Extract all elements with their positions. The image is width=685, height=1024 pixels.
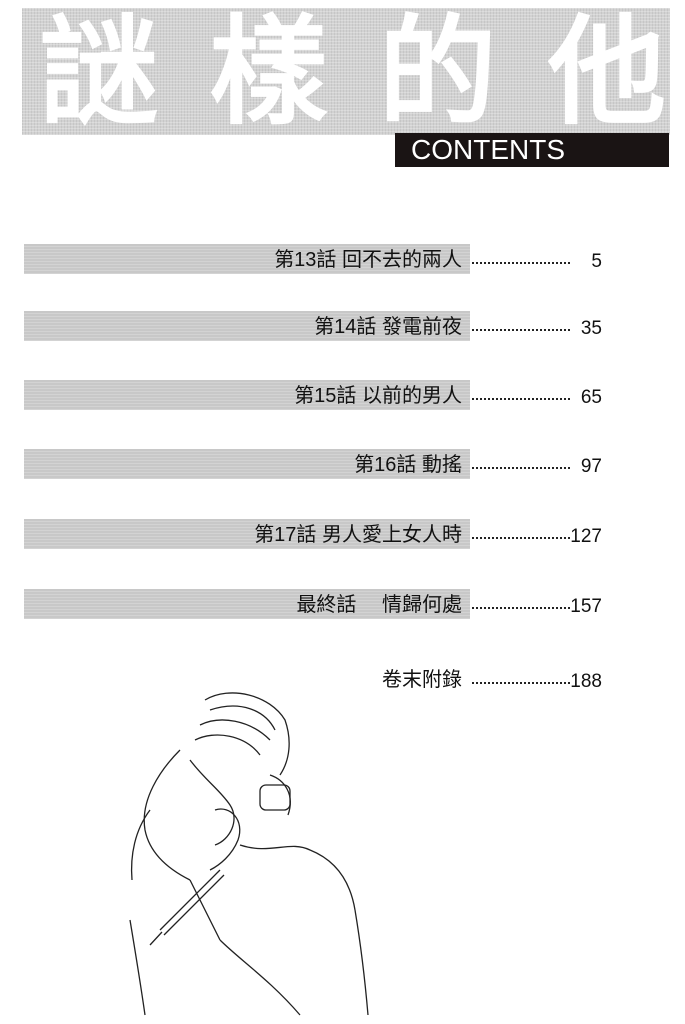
toc-entry-appendix[interactable]: 卷末附錄 188: [24, 664, 602, 694]
entry-bar: [24, 380, 470, 410]
entry-title: 第17話 男人愛上女人時: [254, 524, 462, 546]
book-title: 謎 樣 的 他: [40, 10, 670, 135]
toc-entry[interactable]: 第16話 動搖 97: [24, 449, 602, 479]
entry-title: 第16話 動搖: [354, 454, 462, 476]
entry-title: 卷末附錄: [382, 669, 462, 691]
entry-bar: [24, 519, 470, 549]
toc-entry[interactable]: 第15話 以前的男人 65: [24, 380, 602, 410]
leader-dots: [472, 388, 570, 400]
entry-bar: [24, 244, 470, 274]
entry-page: 127: [570, 526, 602, 547]
entry-bar: [24, 311, 470, 341]
title-char: 的: [378, 3, 501, 141]
entry-bar: [24, 449, 470, 479]
entry-page: 35: [580, 318, 602, 339]
entry-title: 最終話 情歸何處: [296, 594, 462, 616]
entry-bar: [24, 589, 470, 619]
toc-entry[interactable]: 第13話 回不去的兩人 5: [24, 244, 602, 274]
leader-dots: [472, 597, 570, 609]
title-char: 他: [547, 3, 670, 141]
man-smoking-illustration: [129, 692, 369, 1016]
entry-page: 188: [570, 671, 602, 692]
leader-dots: [472, 252, 570, 264]
entry-page: 157: [570, 596, 602, 617]
toc-entry[interactable]: 第14話 發電前夜 35: [24, 311, 602, 341]
entry-page: 5: [591, 251, 602, 272]
toc-entry[interactable]: 最終話 情歸何處 157: [24, 589, 602, 619]
title-char: 樣: [209, 3, 332, 141]
leader-dots: [472, 672, 570, 684]
title-char: 謎: [40, 3, 163, 141]
entry-title: 第14話 發電前夜: [314, 316, 462, 338]
entry-page: 65: [580, 387, 602, 408]
toc-entry[interactable]: 第17話 男人愛上女人時 127: [24, 519, 602, 549]
entry-title: 第15話 以前的男人: [294, 385, 462, 407]
title-band: [22, 8, 670, 135]
entry-title: 第13話 回不去的兩人: [274, 249, 462, 271]
leader-dots: [472, 319, 570, 331]
contents-heading: CONTENTS: [395, 133, 669, 167]
leader-dots: [472, 457, 570, 469]
entry-page: 97: [580, 456, 602, 477]
leader-dots: [472, 527, 570, 539]
